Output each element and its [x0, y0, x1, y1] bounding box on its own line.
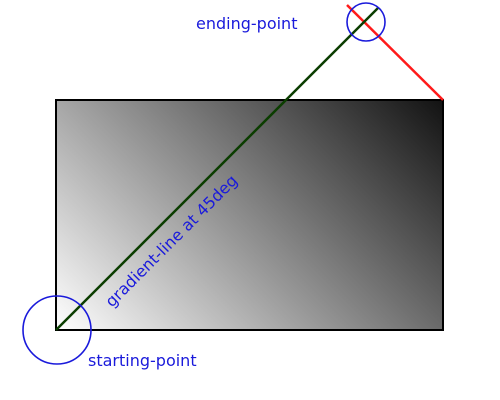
starting-point-circle [22, 295, 92, 365]
gradient-line [55, 7, 379, 331]
ending-point-label: ending-point [196, 14, 297, 33]
gradient-box [55, 99, 444, 331]
starting-point-label: starting-point [88, 351, 197, 370]
ending-point-circle [346, 2, 386, 42]
perpendicular-line [346, 4, 444, 101]
